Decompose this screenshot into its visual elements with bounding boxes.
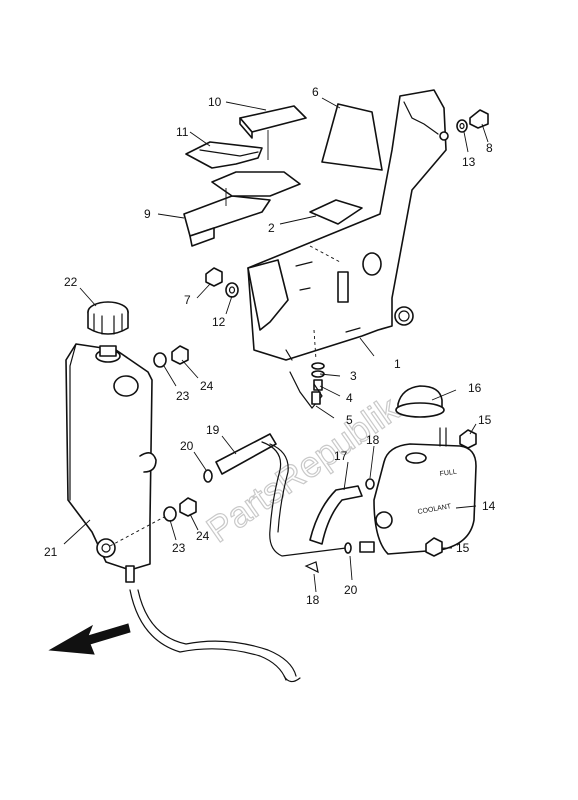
callout-15-upper: 15 [478,413,492,427]
callout-19: 19 [206,423,220,437]
callout-17: 17 [334,449,348,463]
bracket-9 [183,130,301,247]
coolant-reservoir-14: FULL COOLANT [359,427,477,555]
callout-12: 12 [212,315,226,329]
callout-23-upper: 23 [176,389,190,403]
callout-8: 8 [486,141,493,155]
callout-numbers: 10 6 11 9 2 7 12 13 8 1 3 4 5 22 23 24 2… [44,85,496,607]
callout-20-lower: 20 [344,583,358,597]
pad-10 [239,105,307,139]
callout-11: 11 [176,125,189,139]
callout-22: 22 [64,275,78,289]
bolt-24-upper [171,345,189,365]
clamp-20-upper [203,469,213,483]
clamp-18-lower [304,561,319,574]
washer-13 [456,119,468,133]
leader-lines [63,97,489,593]
callout-24-lower: 24 [196,529,210,543]
callout-3: 3 [350,369,357,383]
collar-23-upper [153,352,167,368]
bolt-15-upper [459,429,477,449]
callout-2: 2 [268,221,275,235]
callout-10: 10 [208,95,222,109]
clamp-20-lower [344,542,352,554]
radiator-guard-1 [247,89,449,361]
bolt-15-lower [425,537,443,557]
callout-4: 4 [346,391,353,405]
callout-20-upper: 20 [180,439,194,453]
callout-18-upper: 18 [366,433,380,447]
radiator-21 [65,343,167,583]
radiator-cap-22 [87,301,129,335]
plate-11 [185,141,263,169]
hose-17 [309,485,363,545]
pad-6 [321,103,383,171]
collar-5 [289,371,323,409]
hose-19 [215,433,277,475]
washer-12 [225,282,239,298]
overflow-hose [129,441,347,683]
callout-6: 6 [312,85,319,99]
tank-label-full: FULL [439,469,457,478]
callout-13: 13 [462,155,476,169]
callout-16: 16 [468,381,482,395]
bolt-24-lower [179,497,197,517]
callout-9: 9 [144,207,151,221]
collar-23-lower [163,506,177,522]
clamp-18-upper [365,478,375,490]
clip-3 [311,362,325,378]
pad-2 [309,199,363,225]
callout-7: 7 [184,293,191,307]
front-arrow-icon [48,623,131,655]
callout-15-lower: 15 [456,541,470,555]
bolt-8 [469,109,489,129]
callout-21: 21 [44,545,58,559]
bolt-7 [205,267,223,287]
callout-5: 5 [346,413,353,427]
callout-1: 1 [394,357,401,371]
callout-24-upper: 24 [200,379,214,393]
callout-23-lower: 23 [172,541,186,555]
callout-14: 14 [482,499,496,513]
reservoir-cap-16 [395,385,445,418]
callout-18-lower: 18 [306,593,320,607]
